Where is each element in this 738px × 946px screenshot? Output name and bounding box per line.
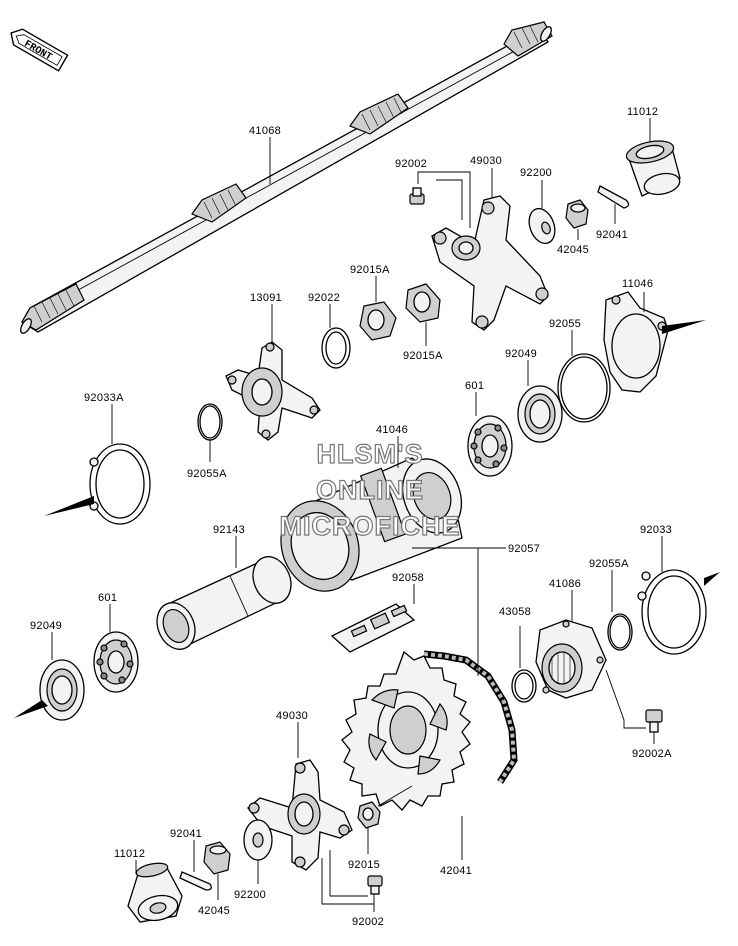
spacer-collar bbox=[156, 556, 292, 650]
chain-master-link bbox=[330, 603, 416, 653]
label-11046: 11046 bbox=[622, 278, 653, 290]
hub-cap-bottom bbox=[127, 862, 183, 923]
label-92049-bottom: 92049 bbox=[30, 620, 62, 632]
label-41046: 41046 bbox=[376, 424, 408, 436]
label-92015A-top: 92015A bbox=[350, 264, 390, 276]
watermark-line-3: MICROFICHE bbox=[280, 511, 461, 541]
label-13091: 13091 bbox=[250, 292, 282, 304]
castle-nut-top bbox=[565, 199, 589, 229]
watermark-line-1: HLSM'S bbox=[317, 439, 424, 469]
label-11012-top: 11012 bbox=[627, 106, 658, 118]
hub-flange-top bbox=[431, 195, 549, 331]
o-ring-92055A-right bbox=[607, 613, 633, 651]
label-92015: 92015 bbox=[348, 859, 380, 871]
bolt-92002-top bbox=[409, 187, 425, 205]
bearing-601-top bbox=[467, 415, 513, 477]
washer-92200-top bbox=[528, 207, 556, 245]
seal-92049-bottom bbox=[39, 659, 85, 721]
label-92055A-left: 92055A bbox=[187, 468, 227, 480]
nut-92015A-top bbox=[359, 301, 397, 341]
spacer-ring-43058 bbox=[511, 669, 537, 703]
label-92055: 92055 bbox=[549, 318, 581, 330]
label-92033A: 92033A bbox=[84, 392, 124, 404]
front-direction-badge: FRONT bbox=[10, 28, 69, 72]
axle-spline-2 bbox=[191, 183, 247, 223]
castle-nut-bottom bbox=[203, 841, 231, 875]
watermark: HLSM'S ONLINE MICROFICHE bbox=[279, 438, 461, 541]
axle-spline-1 bbox=[21, 283, 85, 331]
o-ring-92055A-left bbox=[197, 403, 223, 441]
bearing-601-bottom bbox=[93, 631, 139, 693]
label-11012-bottom: 11012 bbox=[114, 848, 145, 860]
cotter-pin-bottom bbox=[179, 871, 212, 891]
label-49030-top: 49030 bbox=[470, 155, 502, 167]
o-ring-92055 bbox=[557, 353, 611, 423]
washer-92200-bottom bbox=[243, 819, 273, 861]
label-42045-bottom: 42045 bbox=[198, 905, 230, 917]
label-92022: 92022 bbox=[308, 292, 340, 304]
sprocket-flange bbox=[225, 341, 321, 441]
label-92015A-bottom: 92015A bbox=[403, 350, 443, 362]
sprocket-hub bbox=[535, 619, 607, 699]
hub-flange-bottom bbox=[247, 759, 353, 871]
label-92041-top: 92041 bbox=[596, 229, 628, 241]
ring-92022 bbox=[321, 327, 351, 369]
hub-cap-top bbox=[625, 140, 681, 197]
label-42045-top: 42045 bbox=[557, 244, 589, 256]
label-41068: 41068 bbox=[249, 125, 281, 137]
watermark-line-2: ONLINE bbox=[316, 475, 424, 505]
label-42041: 42041 bbox=[440, 865, 472, 877]
axle-shaft bbox=[20, 21, 553, 334]
rear-sprocket bbox=[341, 650, 471, 811]
label-601-top: 601 bbox=[465, 380, 484, 392]
label-92143: 92143 bbox=[213, 524, 245, 536]
label-92002A: 92002A bbox=[632, 748, 672, 760]
label-49030-bottom: 49030 bbox=[276, 710, 308, 722]
bolt-92002-bottom bbox=[367, 875, 383, 895]
label-92200-bottom: 92200 bbox=[234, 889, 266, 901]
label-601-bottom: 601 bbox=[98, 592, 117, 604]
cotter-pin-top bbox=[597, 185, 630, 209]
label-92002-bottom: 92002 bbox=[352, 916, 384, 928]
label-41086: 41086 bbox=[549, 578, 581, 590]
label-92057: 92057 bbox=[508, 543, 540, 555]
label-92033: 92033 bbox=[640, 524, 672, 536]
drive-chain bbox=[423, 650, 518, 784]
axle-spline-3 bbox=[349, 93, 409, 135]
nut-92015A-bottom bbox=[405, 283, 441, 323]
label-92058: 92058 bbox=[392, 572, 424, 584]
label-92002-top: 92002 bbox=[395, 158, 427, 170]
circlip-92033A bbox=[89, 443, 151, 525]
label-92041-bottom: 92041 bbox=[170, 828, 202, 840]
guard-plate bbox=[603, 291, 669, 393]
label-92049-top: 92049 bbox=[505, 348, 537, 360]
bolt-92002A bbox=[645, 709, 663, 733]
label-92200-top: 92200 bbox=[520, 167, 552, 179]
seal-92049-top bbox=[517, 385, 563, 443]
circlip-92033 bbox=[637, 569, 707, 655]
axle-housing bbox=[280, 457, 463, 592]
label-43058: 43058 bbox=[499, 606, 531, 618]
nut-92015 bbox=[357, 801, 381, 829]
label-92055A-right: 92055A bbox=[589, 558, 629, 570]
